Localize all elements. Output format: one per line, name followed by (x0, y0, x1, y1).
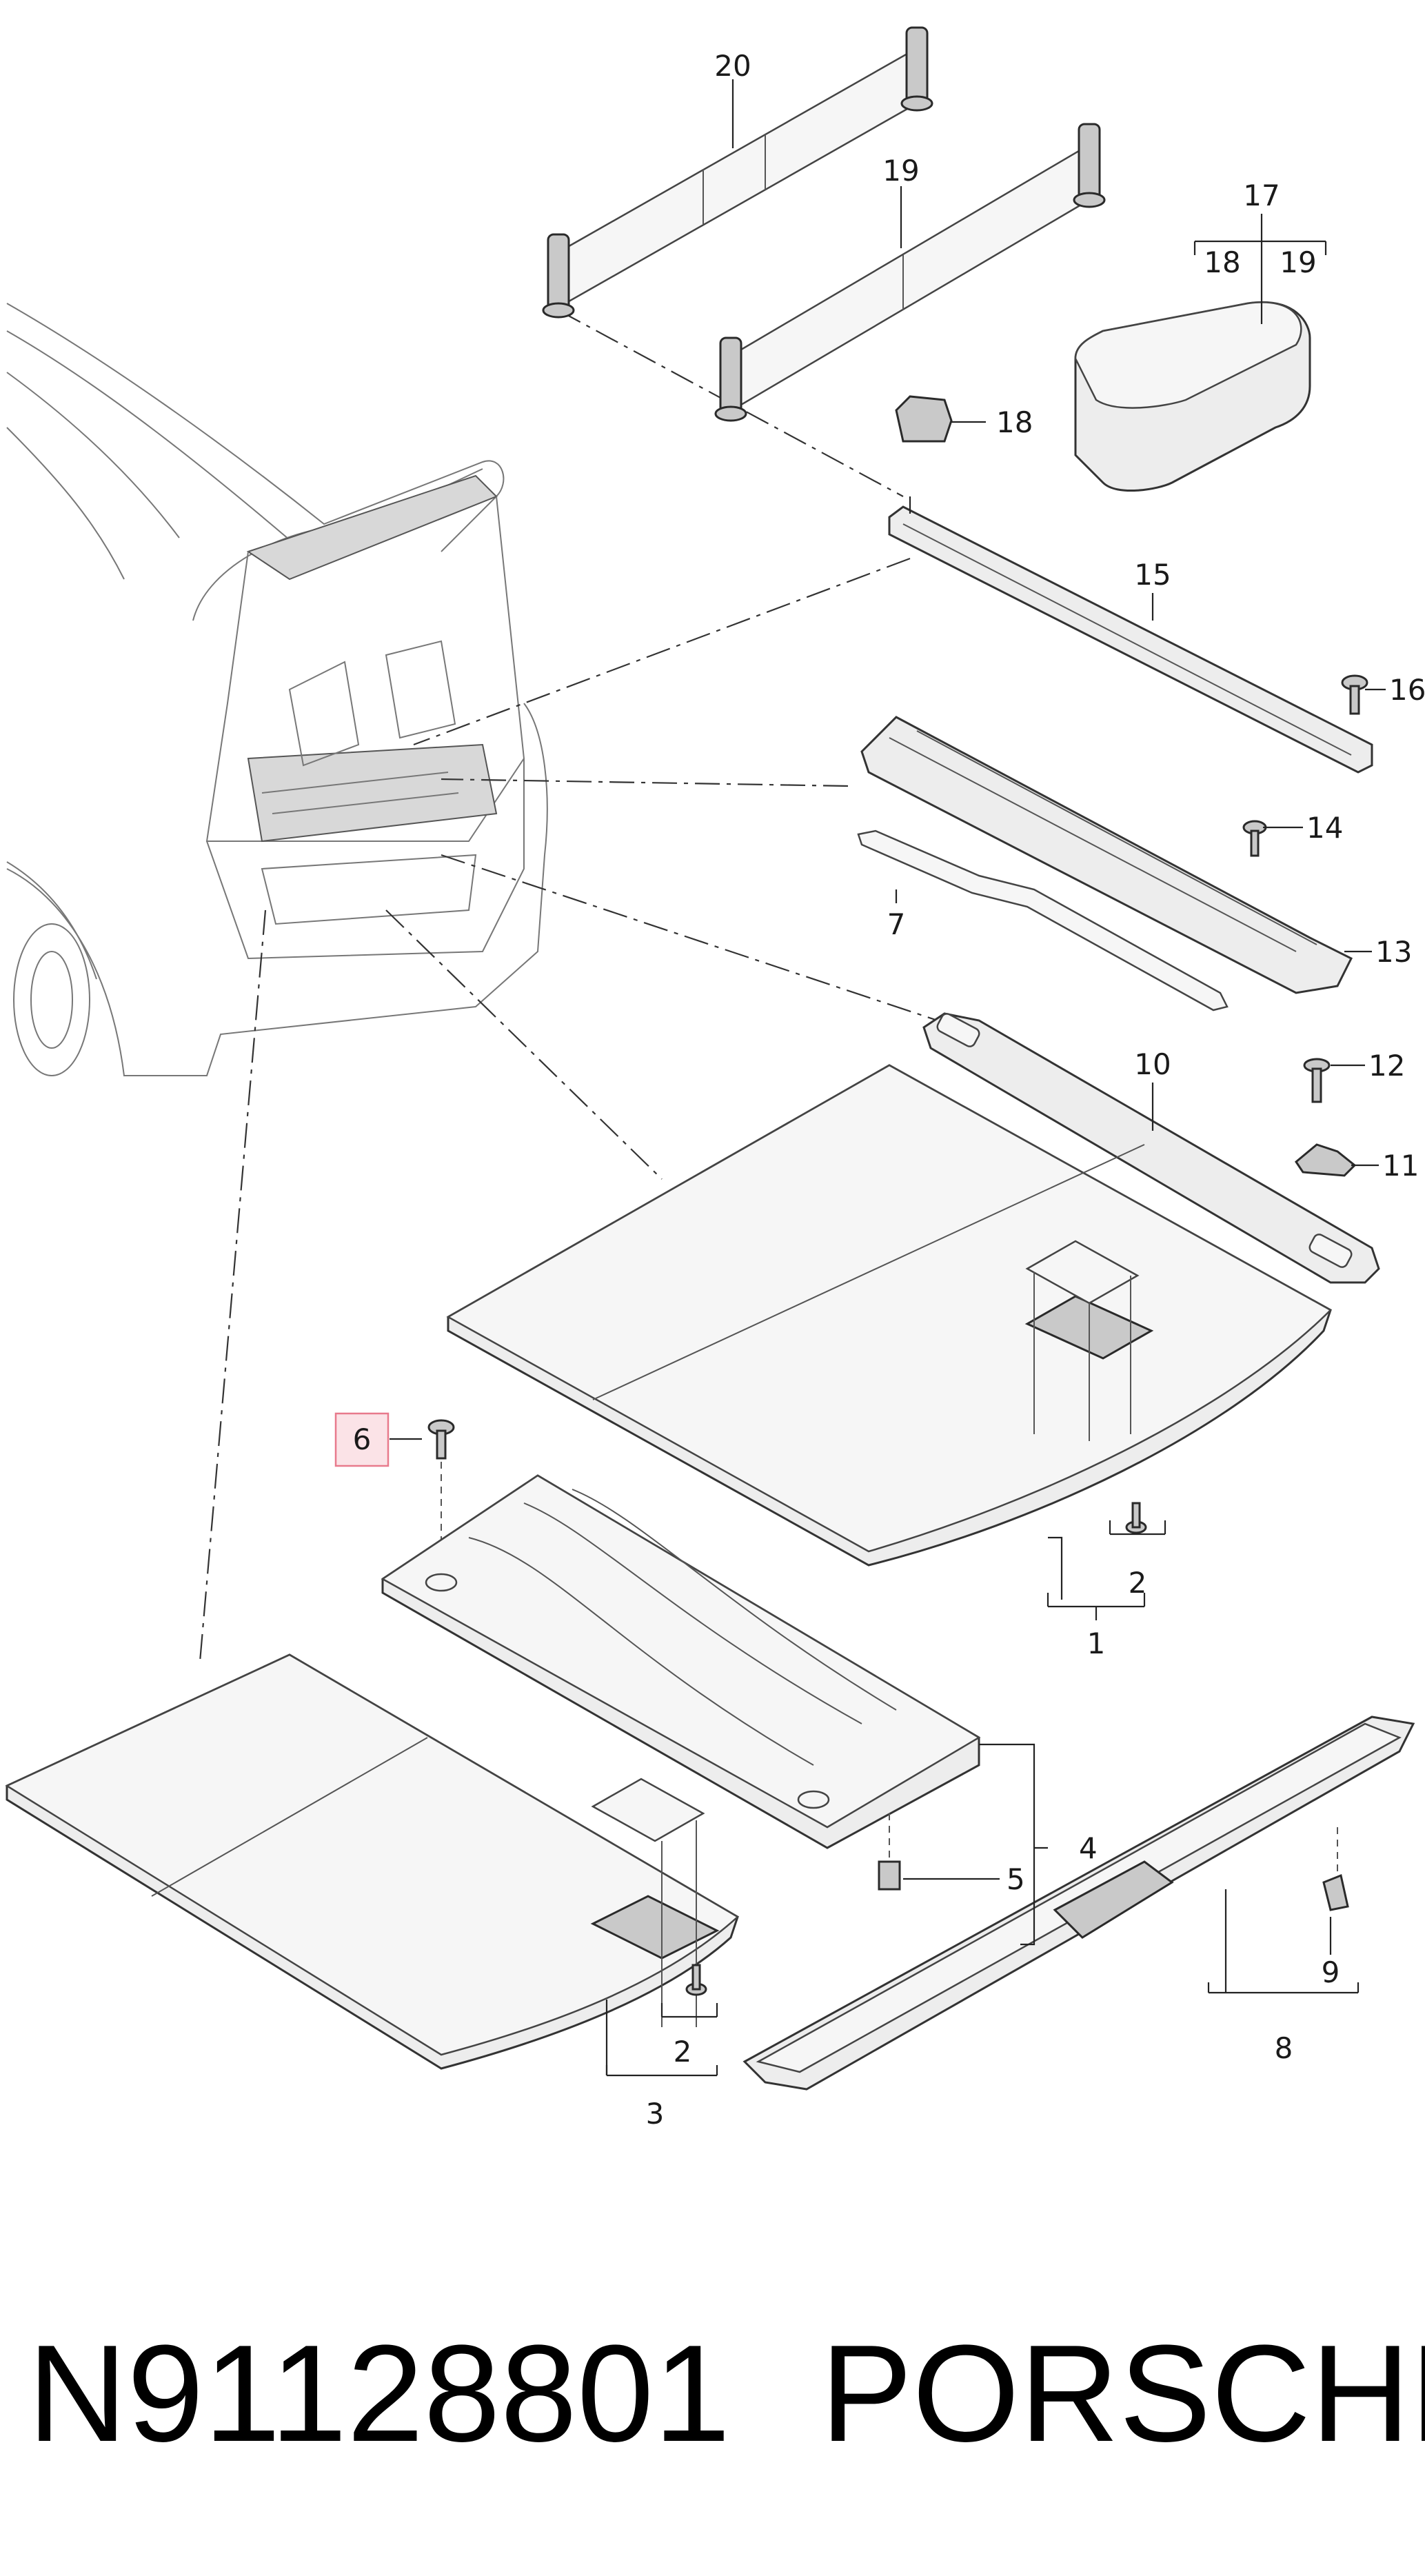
callout-5[interactable]: 5 (1007, 1862, 1025, 1896)
callout-17[interactable]: 17 (1243, 179, 1280, 212)
callout-6[interactable]: 6 (353, 1422, 372, 1456)
callout-11[interactable]: 11 (1382, 1149, 1419, 1183)
part-7-cable (857, 829, 1229, 1012)
callout-14[interactable]: 14 (1306, 811, 1343, 845)
part-4-tray (381, 1474, 981, 1849)
callout-4[interactable]: 4 (1079, 1831, 1098, 1865)
part-16-screw (1341, 674, 1368, 715)
part-6-bolt (427, 1419, 455, 1565)
vehicle-rear-illustration (6, 303, 548, 1076)
part-2-screws (685, 1502, 1147, 1996)
part-number-caption: N91128801 (28, 2317, 730, 2471)
assembly-guide-lines (199, 310, 938, 1662)
callout-18[interactable]: 18 (996, 405, 1033, 439)
caption: N91128801 PORSCHE (28, 2317, 1425, 2471)
part-17-storage-bag (1074, 301, 1311, 492)
brand-caption: PORSCHE (820, 2317, 1425, 2471)
part-3-floor-panel (5, 1653, 740, 2070)
callout-1[interactable]: 1 (1087, 1627, 1106, 1660)
callout-9[interactable]: 9 (1322, 1955, 1340, 1989)
part-13-rail-carrier (860, 716, 1353, 994)
callout-7[interactable]: 7 (887, 907, 906, 941)
callout-10[interactable]: 10 (1134, 1047, 1171, 1081)
callout-labels: 20 19 17 18 19 18 15 16 14 7 13 12 10 11… (353, 49, 1425, 2131)
part-10-cover-strip (922, 1012, 1380, 1284)
callout-8[interactable]: 8 (1275, 2031, 1293, 2065)
part-12-screw (1303, 1058, 1331, 1103)
part-15-rail (888, 496, 1373, 774)
callout-3[interactable]: 3 (646, 2097, 665, 2131)
callout-20[interactable]: 20 (714, 49, 751, 83)
part-18-clip (895, 395, 953, 443)
part-20-luggage-net (542, 26, 933, 319)
part-11-clip (1295, 1143, 1357, 1177)
callout-17-sub-18[interactable]: 18 (1204, 245, 1240, 279)
callout-13[interactable]: 13 (1375, 935, 1412, 969)
part-6-highlight-box (334, 1412, 390, 1467)
part-8-sill-panel (742, 1715, 1415, 2091)
part-1-floor-panel (446, 1064, 1333, 1567)
callout-2-upper[interactable]: 2 (1129, 1566, 1147, 1600)
part-14-screw (1242, 820, 1267, 857)
callout-12[interactable]: 12 (1368, 1049, 1405, 1083)
callout-17-sub-19[interactable]: 19 (1280, 245, 1316, 279)
part-9-clip (1322, 1827, 1349, 1911)
callout-15[interactable]: 15 (1134, 558, 1171, 592)
part-19-luggage-net (714, 123, 1106, 422)
callout-19[interactable]: 19 (882, 154, 919, 188)
callout-16[interactable]: 16 (1389, 673, 1425, 707)
leader-lines (390, 79, 1386, 2077)
part-5-clip (878, 1813, 901, 1891)
callout-2-lower[interactable]: 2 (674, 2035, 692, 2069)
